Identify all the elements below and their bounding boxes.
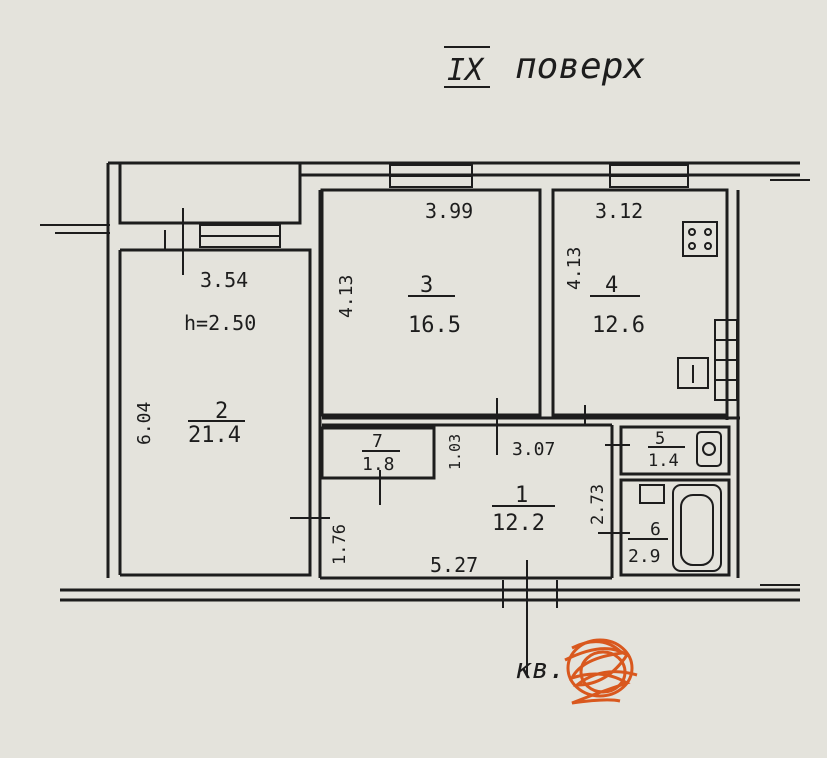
room-6-label: 6 2.9 (628, 519, 668, 567)
room-3-label: 3 16.5 3.99 4.13 (336, 199, 473, 338)
floor-word: поверх (515, 46, 645, 87)
room-2-height: h=2.50 (184, 311, 256, 335)
redaction-scribble (564, 638, 638, 705)
room-4-length: 4.13 (564, 247, 585, 290)
room-3-length: 4.13 (336, 275, 357, 318)
room-2-length: 6.04 (134, 402, 155, 445)
room-2-walls (120, 248, 312, 577)
room-5-label: 5 1.4 (648, 429, 685, 471)
room-1-width: 5.27 (430, 553, 478, 577)
room-1-area: 12.2 (492, 511, 545, 536)
room-7-number: 7 (372, 431, 383, 452)
room-5-area: 1.4 (648, 451, 679, 471)
room-1-length: 1.76 (330, 524, 350, 565)
room-7-length: 1.03 (446, 434, 464, 470)
balcony (118, 161, 302, 225)
room-2-number: 2 (215, 399, 228, 424)
room-3-width: 3.99 (425, 199, 473, 223)
room-7-area: 1.8 (362, 454, 395, 475)
sink-icon (639, 484, 665, 504)
room-5-walls (619, 425, 731, 476)
door-marks (40, 179, 810, 675)
toilet-icon (696, 431, 722, 467)
room-2-label: 2 21.4 3.54 h=2.50 6.04 (134, 268, 256, 448)
room-7-walls (320, 426, 436, 480)
room-6-area: 2.9 (628, 546, 661, 567)
floor-number: IX (447, 53, 485, 88)
room-5-number: 5 (655, 429, 665, 449)
bathtub-icon (672, 484, 722, 572)
room-7-label: 7 1.8 1.03 (362, 431, 464, 475)
room-4-label: 4 12.6 3.12 4.13 (564, 199, 645, 338)
room-2-width: 3.54 (200, 268, 248, 292)
room-1-extra-length: 2.73 (588, 484, 608, 525)
apartment-label: кв. (515, 638, 638, 705)
room-1-label: 1 12.2 5.27 3.07 1.76 2.73 (330, 439, 608, 577)
room-6-walls (619, 478, 731, 577)
room-1-number: 1 (515, 483, 528, 508)
floor-label: IX поверх (444, 46, 645, 88)
room-3-area: 16.5 (408, 313, 461, 338)
room-6-number: 6 (650, 519, 661, 540)
room-4-number: 4 (605, 273, 618, 298)
window-icon (199, 164, 689, 248)
room-3-number: 3 (420, 273, 433, 298)
room-4-width: 3.12 (595, 199, 643, 223)
stove-icon (682, 221, 718, 257)
radiator-icon (677, 319, 738, 401)
room-1-extra-width: 3.07 (512, 439, 555, 460)
apartment-prefix: кв. (515, 652, 566, 685)
room-4-area: 12.6 (592, 313, 645, 338)
room-2-area: 21.4 (188, 423, 241, 448)
